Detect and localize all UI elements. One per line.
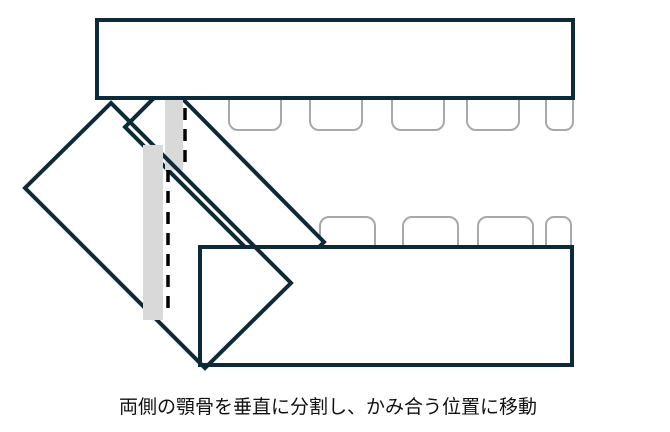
lower-jaw-body xyxy=(198,245,574,367)
moved-ramus-segment xyxy=(22,100,294,371)
cut-bar-upper xyxy=(165,100,183,170)
cut-bar-lower xyxy=(143,145,163,320)
diagram-caption: 両側の顎骨を垂直に分割し、かみ合う位置に移動 xyxy=(118,396,537,418)
upper-jaw xyxy=(95,18,575,100)
